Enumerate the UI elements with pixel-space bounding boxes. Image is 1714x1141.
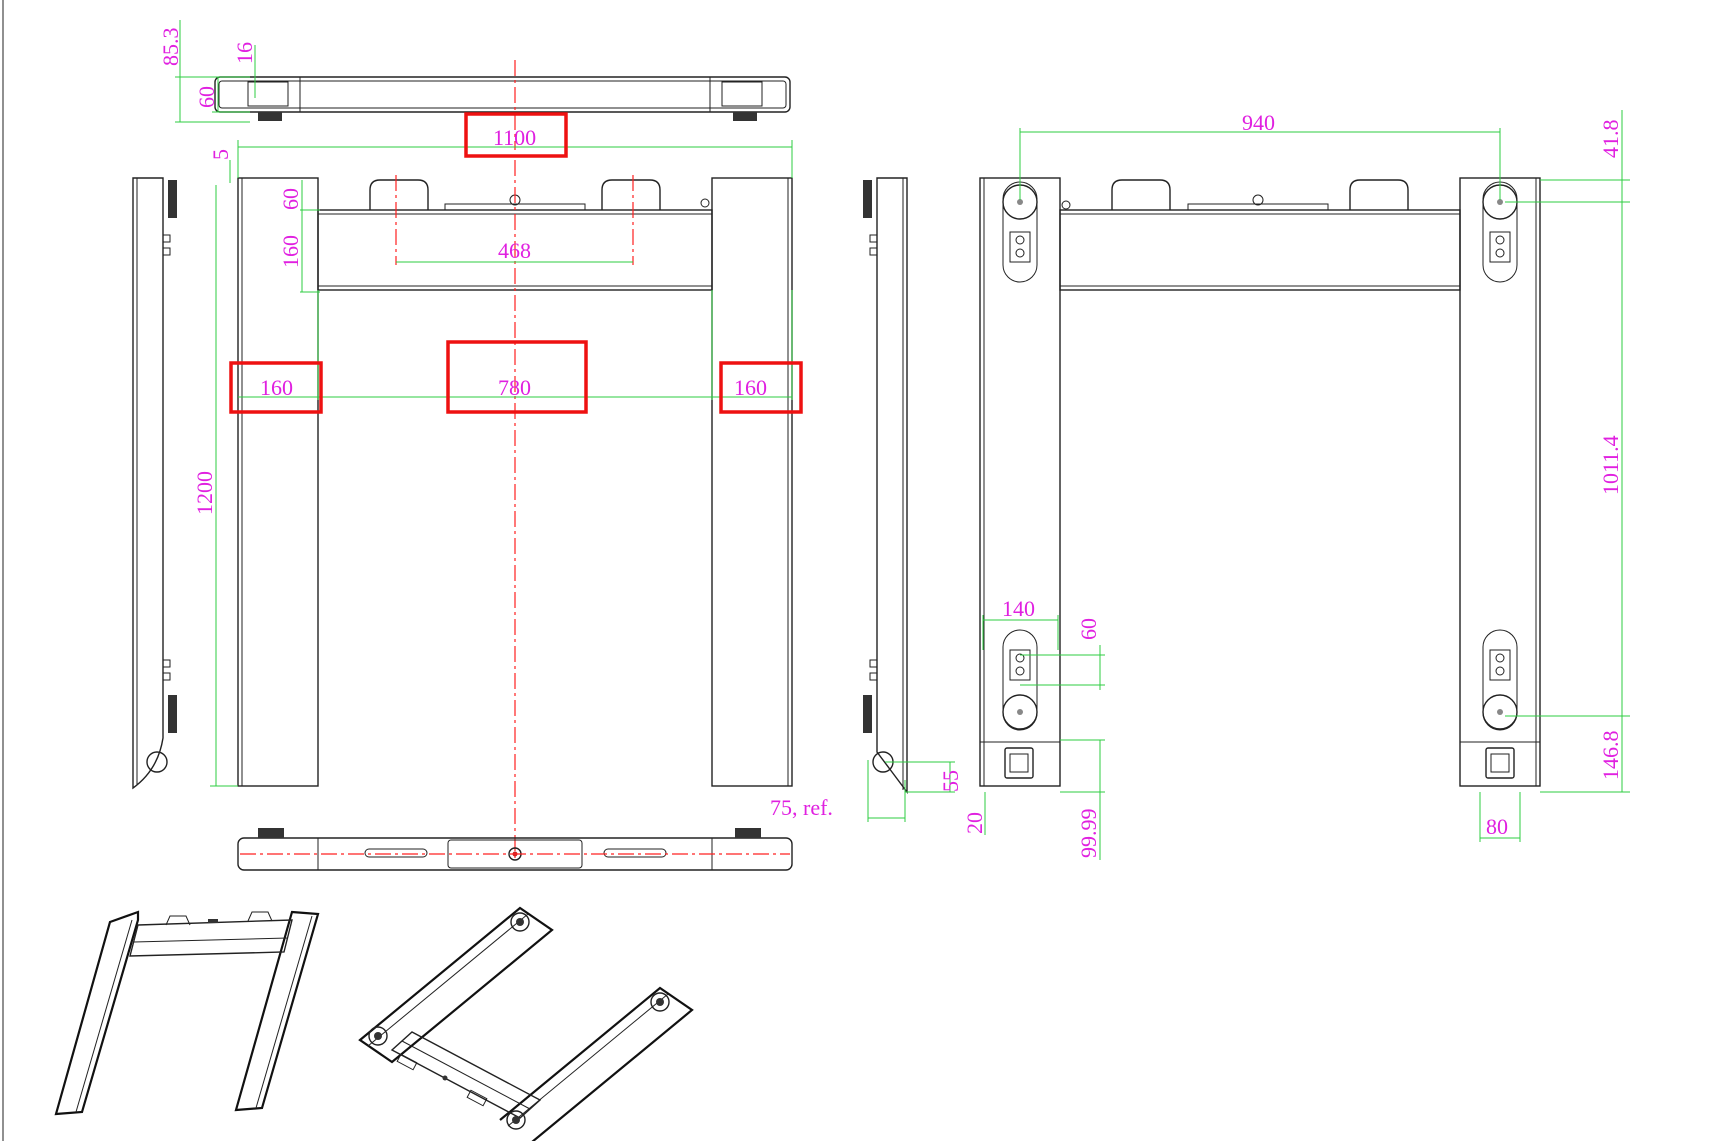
highlight-160-right bbox=[719, 361, 803, 414]
isometric-view-base bbox=[358, 906, 694, 1141]
dim-1011-4: 1011.4 bbox=[1598, 435, 1623, 495]
dim-140: 140 bbox=[1002, 596, 1035, 621]
dim-75-ref: 75, ref. bbox=[770, 795, 833, 820]
dim-1100: 1100 bbox=[493, 125, 536, 150]
dim-16: 16 bbox=[232, 42, 257, 64]
right-handle bbox=[601, 179, 661, 210]
dimension-labels: 85.3 16 60 1100 5 60 160 468 160 780 160… bbox=[158, 28, 1623, 859]
dim-20: 20 bbox=[962, 812, 987, 834]
dim-60-small: 60 bbox=[1076, 618, 1101, 640]
dim-1200: 1200 bbox=[192, 471, 217, 515]
right-front-view bbox=[979, 177, 1541, 787]
dim-160-left: 160 bbox=[260, 375, 293, 400]
right-side-view bbox=[863, 177, 908, 795]
dim-55: 55 bbox=[938, 770, 963, 792]
dim-41-8: 41.8 bbox=[1598, 120, 1623, 159]
highlight-160-left bbox=[229, 361, 323, 414]
dim-468: 468 bbox=[498, 238, 531, 263]
dim-5: 5 bbox=[208, 149, 233, 160]
dim-99-99: 99.99 bbox=[1076, 809, 1101, 859]
dim-60-top: 60 bbox=[194, 86, 219, 108]
dim-146-8: 146.8 bbox=[1598, 731, 1623, 781]
left-handle bbox=[369, 179, 429, 210]
dim-80: 80 bbox=[1486, 814, 1508, 839]
dim-940: 940 bbox=[1242, 110, 1275, 135]
bottom-view bbox=[237, 828, 793, 871]
highlight-1100 bbox=[464, 112, 568, 158]
dim-85-3: 85.3 bbox=[158, 28, 183, 67]
highlight-780 bbox=[446, 340, 588, 414]
dim-60-upper: 60 bbox=[278, 188, 303, 210]
highlight-boxes bbox=[229, 112, 803, 414]
left-side-view bbox=[132, 177, 177, 790]
top-view bbox=[214, 60, 791, 150]
dim-160-right: 160 bbox=[734, 375, 767, 400]
dim-780: 780 bbox=[498, 375, 531, 400]
dim-160-upper: 160 bbox=[278, 235, 303, 268]
dimension-lines bbox=[175, 20, 1630, 860]
front-view bbox=[237, 160, 793, 860]
isometric-view-legs bbox=[54, 910, 320, 1116]
